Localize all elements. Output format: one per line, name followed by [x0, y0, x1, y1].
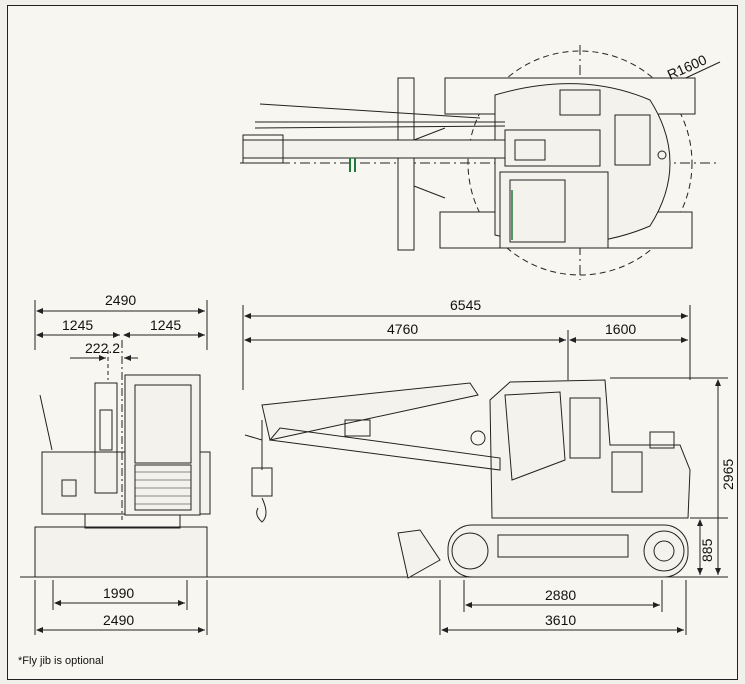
front-dimensions — [34, 300, 208, 635]
side-front-length: 4760 — [387, 321, 418, 337]
side-track-total: 3610 — [545, 612, 576, 628]
front-view — [20, 340, 728, 578]
front-offset: 222.2 — [85, 340, 120, 356]
front-half-right: 1245 — [150, 317, 181, 333]
side-view — [244, 379, 691, 579]
side-height: 2965 — [720, 459, 736, 490]
side-track-height: 885 — [699, 538, 715, 562]
side-track-length: 2880 — [545, 587, 576, 603]
footnote: *Fly jib is optional — [18, 655, 104, 667]
front-bottom-width: 2490 — [103, 612, 134, 628]
side-total-length: 6545 — [450, 297, 481, 313]
top-view — [240, 45, 721, 280]
side-rear-length: 1600 — [605, 321, 636, 337]
front-track-span: 1990 — [103, 585, 134, 601]
side-dimensions — [242, 305, 728, 635]
front-half-left: 1245 — [62, 317, 93, 333]
front-total-width: 2490 — [105, 292, 136, 308]
